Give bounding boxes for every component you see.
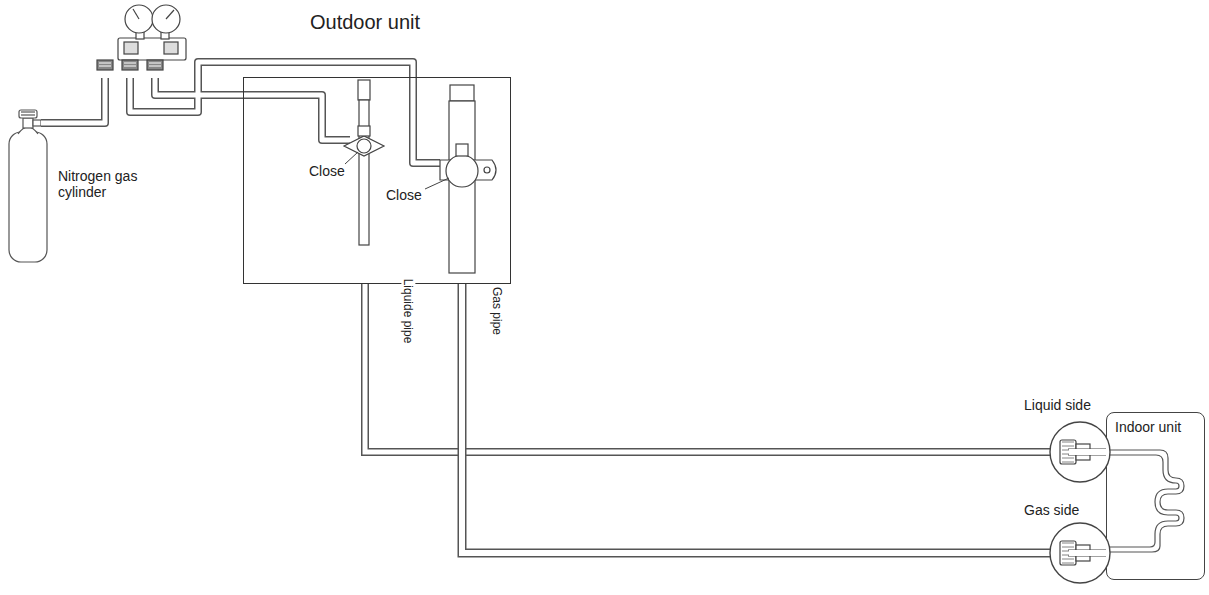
valve-state-label: Close [386,187,436,203]
gas-side-fitting: Gas side [1022,502,1122,588]
gas-service-valve [440,85,496,273]
outdoor-unit-box: Outdoor unit [243,77,511,284]
liquid-service-valve [344,80,384,245]
pipe-label: Liquide pipe [401,276,415,345]
cylinder-label: Nitrogen gas cylinder [58,168,154,200]
gauge-manifold [97,5,186,70]
flare-fitting [1048,420,1112,484]
liquid-side-fitting: Liquid side [1022,397,1122,483]
indoor-unit-box: Indoor unit [1106,412,1205,580]
unit-label: Outdoor unit [310,10,420,34]
indoor-coil [1100,450,1184,552]
nitrogen-cylinder [9,110,47,262]
flare-fitting [1048,521,1112,585]
fitting-label: Liquid side [1024,397,1091,413]
fitting-label: Gas side [1024,502,1079,518]
refrigerant-pipe [462,284,1050,553]
pipe-label: Gas pipe [490,285,504,337]
refrigerant-pipe [365,284,1050,452]
valve-state-label: Close [309,163,359,179]
leader-line [345,152,449,189]
unit-label: Indoor unit [1115,419,1181,435]
port-threads [99,63,161,66]
